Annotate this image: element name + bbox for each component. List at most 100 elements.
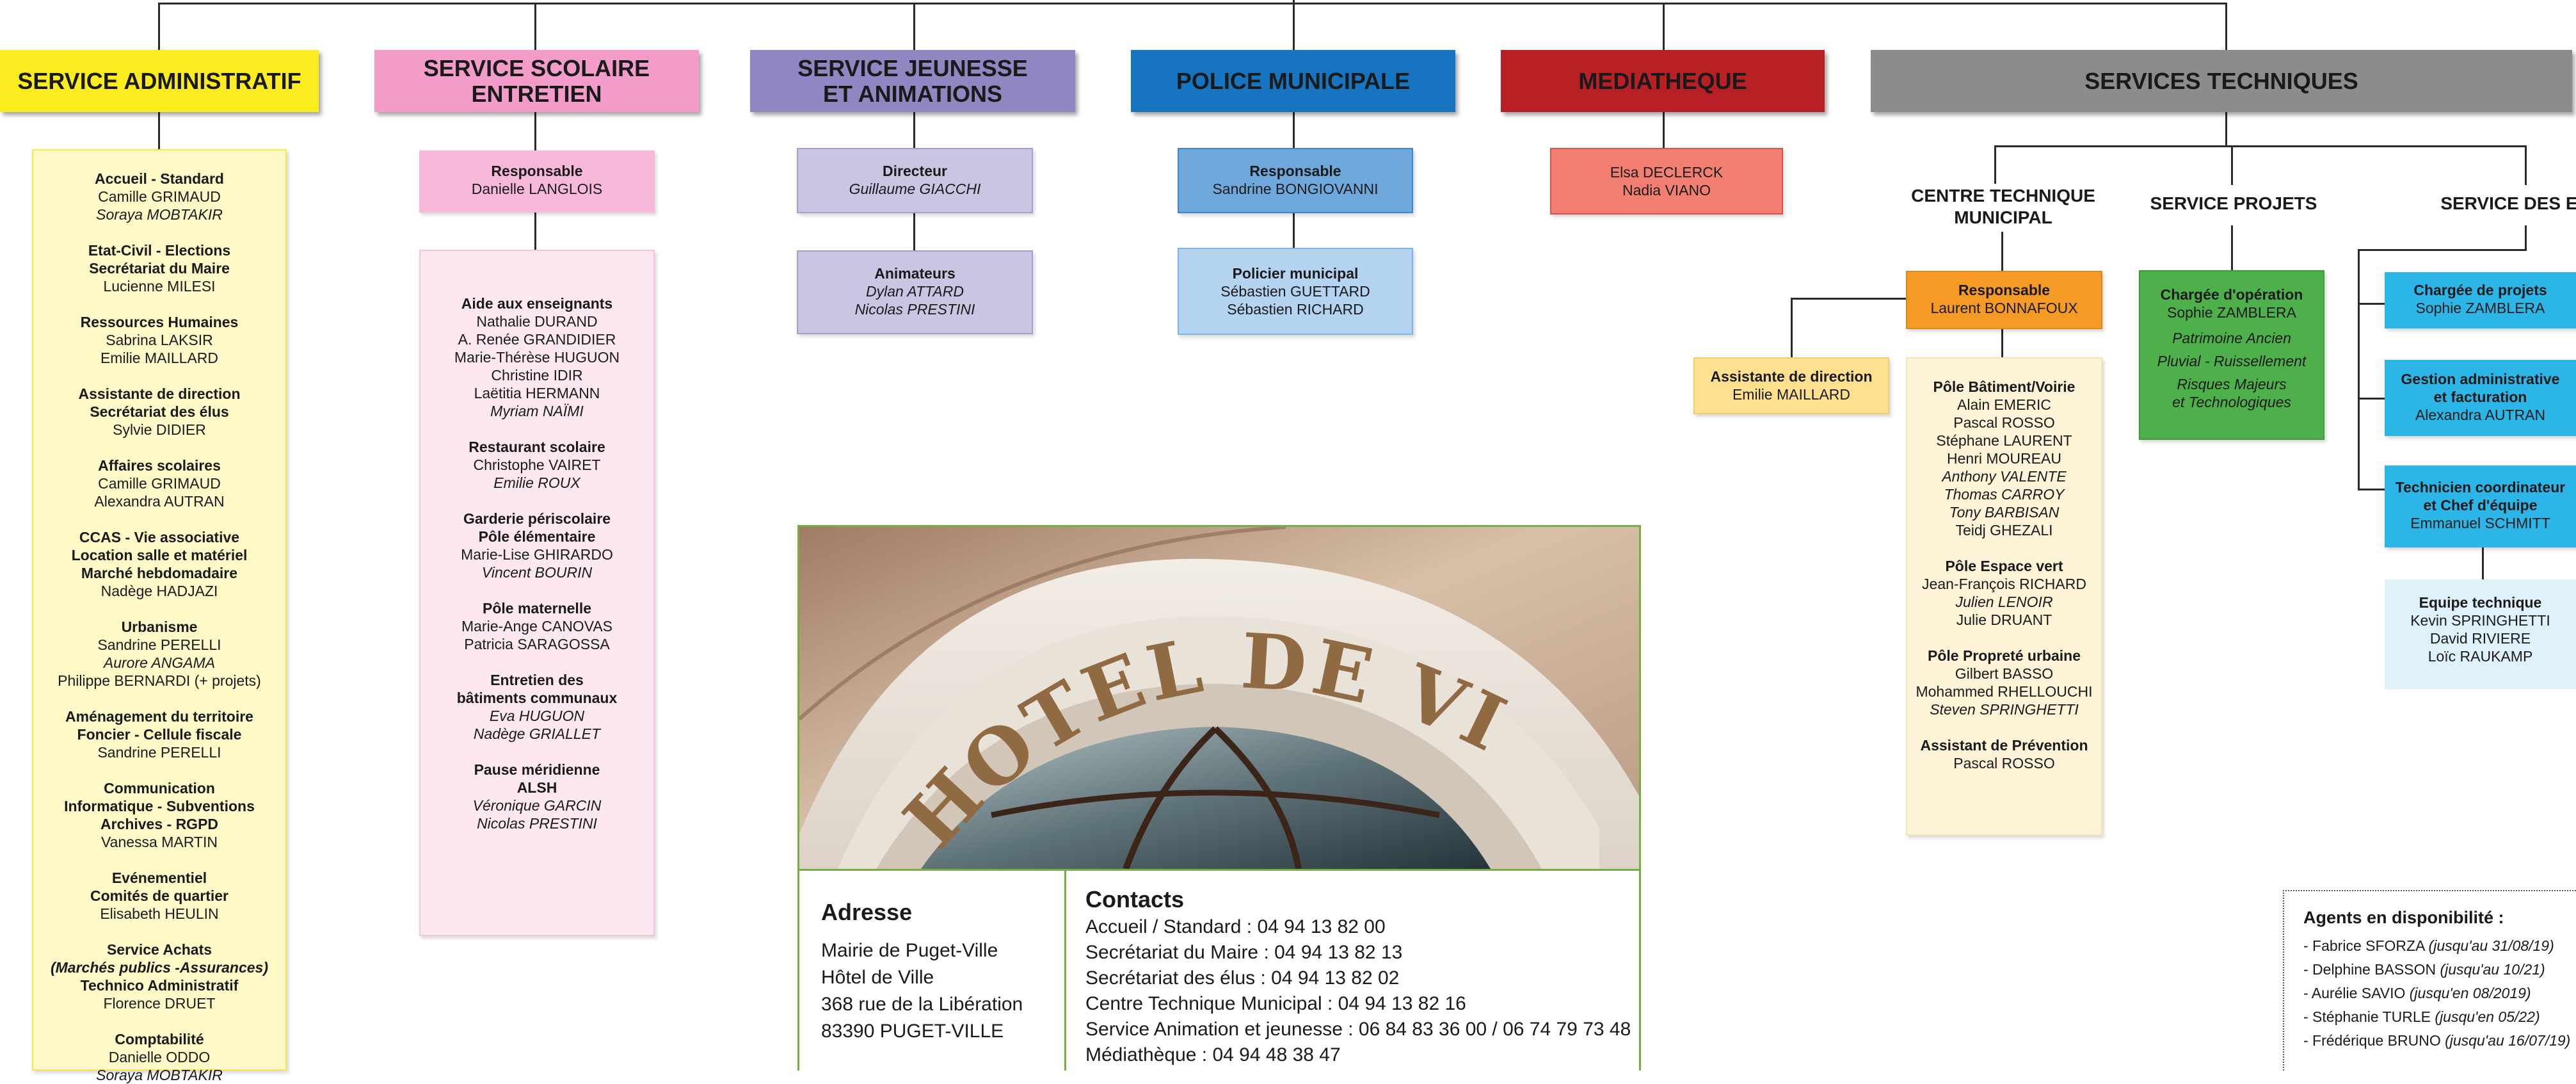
admin-group-name: Emilie MAILLARD — [100, 350, 219, 366]
jeunesse-directeur-box: Directeur Guillaume GIACCHI — [797, 148, 1033, 213]
drop-media — [1663, 3, 1665, 50]
header-service-scolaire: SERVICE SCOLAIRE ENTRETIEN — [374, 50, 699, 112]
police-pm-title: Policier municipal — [1232, 265, 1359, 282]
scolaire-group-title: Pôle maternelle — [482, 600, 592, 617]
address-panel: Adresse Mairie de Puget-Ville Hôtel de V… — [797, 871, 1066, 1071]
admin-group-title: Secrétariat des élus — [90, 403, 229, 420]
admin-group-name: Danielle ODDO — [108, 1049, 211, 1065]
tech-branch-projets — [2231, 145, 2233, 185]
header-service-jeunesse: SERVICE JEUNESSE ET ANIMATIONS — [750, 50, 1075, 112]
address-line: Mairie de Puget-Ville — [821, 940, 998, 961]
eaux-equipe-name: Kevin SPRINGHETTI — [2410, 612, 2550, 629]
ctm-pole-name: Anthony VALENTE — [1942, 468, 2067, 485]
admin-group-name: Elisabeth HEULIN — [100, 905, 219, 922]
admin-group: Service Achats(Marchés publics -Assuranc… — [38, 941, 280, 1012]
admin-group-title: Accueil - Standard — [95, 170, 224, 187]
eaux-equipe-title: Equipe technique — [2419, 594, 2542, 611]
hotel-de-ville-photo-art: HOTEL DE VILLE — [799, 527, 1639, 869]
scolaire-group-name: A. Renée GRANDIDIER — [458, 331, 616, 348]
admin-group-title: Comités de quartier — [90, 887, 228, 904]
projets-item: Patrimoine Ancien — [2172, 330, 2291, 346]
ctm-pole-name: Alain EMERIC — [1957, 396, 2051, 413]
admin-group-name: Lucienne MILESI — [103, 278, 216, 295]
scolaire-resp-title: Responsable — [491, 163, 583, 179]
scolaire-group-title: Pôle élémentaire — [478, 528, 596, 545]
media-name: Elsa DECLERCK — [1610, 164, 1724, 181]
admin-group-title: Secrétariat du Maire — [89, 260, 230, 277]
admin-group-name: Alexandra AUTRAN — [94, 493, 225, 510]
projets-box: Chargée d'opération Sophie ZAMBLERA Patr… — [2139, 270, 2324, 440]
dispo-item-note: (jusqu'au 10/21) — [2440, 961, 2545, 978]
eaux-to-gestion — [2358, 398, 2385, 400]
ctm-down — [2001, 232, 2003, 271]
projets-down — [2231, 225, 2233, 270]
dispo-item: - Stéphanie TURLE (jusqu'en 05/22) — [2303, 1005, 2576, 1029]
scolaire-down — [534, 112, 536, 150]
admin-group-name: Philippe BERNARDI (+ projets) — [58, 672, 261, 689]
police-policier-box: Policier municipal Sébastien GUETTARD Sé… — [1178, 248, 1413, 335]
top-connector — [158, 3, 2227, 4]
ctm-pole-title: Pôle Bâtiment/Voirie — [1933, 378, 2076, 395]
projets-title-label: SERVICE PROJETS — [2150, 193, 2317, 213]
ctm-pole-name: Henri MOUREAU — [1947, 450, 2061, 467]
top-root-line — [1293, 0, 1295, 4]
scolaire-group-name: Marie-Ange CANOVAS — [461, 618, 613, 635]
projets-box-name: Sophie ZAMBLERA — [2167, 304, 2296, 321]
jeunesse-anim-name: Nicolas PRESTINI — [854, 301, 975, 318]
drop-admin — [158, 3, 160, 50]
admin-group-title: Technico Administratif — [80, 977, 239, 994]
eaux-top-drop — [2525, 225, 2527, 251]
admin-group-name: Vanessa MARTIN — [101, 834, 218, 850]
ctm-resp-name: Laurent BONNAFOUX — [1930, 300, 2078, 316]
eaux-title: SERVICE DES EAUX — [2435, 193, 2576, 214]
ctm-pole-name: Gilbert BASSO — [1955, 665, 2054, 682]
admin-group-title: Location salle et matériel — [71, 547, 248, 563]
jeunesse-down-2 — [913, 213, 915, 250]
admin-group-title: Evénementiel — [111, 870, 207, 886]
address-line: 368 rue de la Libération — [821, 994, 1023, 1015]
admin-group-title: Informatique - Subventions — [64, 798, 255, 814]
police-pm-name: Sébastien GUETTARD — [1220, 283, 1370, 300]
admin-group-title: Archives - RGPD — [100, 816, 219, 832]
header-jeunesse-line1: SERVICE JEUNESSE — [797, 54, 1028, 81]
ctm-title: CENTRE TECHNIQUE MUNICIPAL — [1907, 185, 2099, 229]
media-down — [1663, 112, 1665, 148]
jeunesse-down — [913, 112, 915, 148]
jeunesse-anim-name: Dylan ATTARD — [866, 283, 964, 300]
ctm-pole-name: Julie DRUANT — [1956, 611, 2052, 628]
tech-down — [2225, 112, 2227, 147]
dispo-item: - Fabrice SFORZA (jusqu'au 31/08/19) — [2303, 934, 2576, 958]
scolaire-group-title: Restaurant scolaire — [468, 439, 605, 455]
jeunesse-dir-title: Directeur — [883, 163, 947, 179]
projets-box-title: Chargée d'opération — [2160, 286, 2303, 303]
eaux-tech-title: Technicien coordinateur — [2395, 479, 2566, 496]
eaux-spine — [2358, 249, 2360, 490]
ctm-pole-name: Steven SPRINGHETTI — [1930, 701, 2079, 718]
admin-group-name: Aurore ANGAMA — [103, 654, 216, 671]
scolaire-group-title: Garderie périscolaire — [463, 510, 611, 527]
media-staff-box: Elsa DECLERCK Nadia VIANO — [1550, 148, 1783, 214]
police-down-2 — [1293, 213, 1295, 248]
admin-group-title: Affaires scolaires — [98, 457, 221, 474]
eaux-to-tech — [2358, 489, 2385, 490]
contacts-title: Contacts — [1085, 886, 1185, 912]
header-mediatheque: MEDIATHEQUE — [1501, 50, 1825, 112]
contact-line: Service Animation et jeunesse : 06 84 83… — [1085, 1019, 1631, 1040]
dispo-item: - Frédérique BRUNO (jusqu'au 16/07/19) — [2303, 1029, 2576, 1053]
media-name: Nadia VIANO — [1622, 182, 1711, 198]
ctm-responsable-box: Responsable Laurent BONNAFOUX — [1906, 271, 2102, 329]
admin-group-name: Sandrine PERELLI — [97, 636, 221, 653]
ctm-pole-name: Pascal ROSSO — [1953, 755, 2055, 772]
jeunesse-dir-name: Guillaume GIACCHI — [849, 181, 981, 197]
admin-group-title: Urbanisme — [121, 619, 198, 635]
